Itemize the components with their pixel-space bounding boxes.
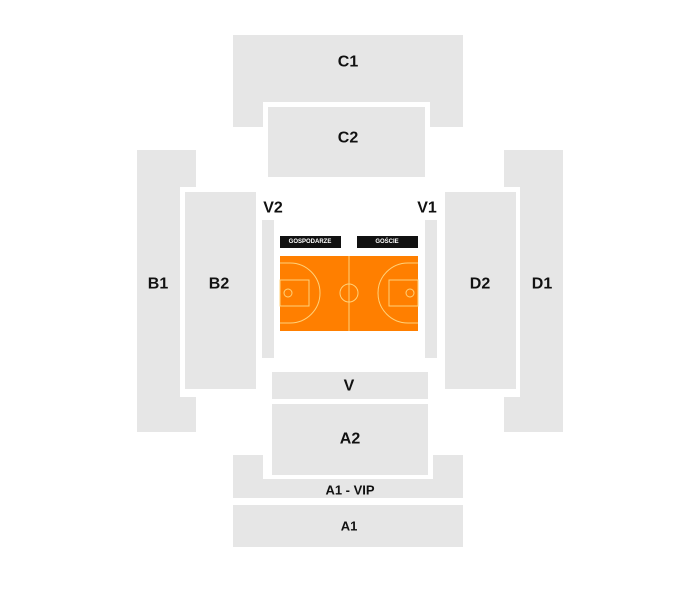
section-b1-label: B1	[148, 276, 169, 293]
section-d2-label: D2	[470, 276, 491, 293]
section-a1-vip[interactable]: A1 - VIP	[233, 455, 463, 498]
section-d2[interactable]: D2	[445, 192, 516, 389]
section-c1[interactable]: C1	[233, 35, 463, 127]
section-v2-label: V2	[263, 200, 283, 217]
section-a1[interactable]: A1	[233, 505, 463, 547]
svg-text:GOSPODARZE: GOSPODARZE	[289, 239, 332, 245]
home-team-label: GOSPODARZE	[280, 236, 341, 248]
section-c1-label: C1	[338, 54, 359, 71]
section-b1[interactable]: B1	[137, 150, 196, 432]
basketball-court	[279, 256, 419, 331]
section-d1[interactable]: D1	[504, 150, 563, 432]
section-d1-label: D1	[532, 276, 553, 293]
section-v1[interactable]: V1	[417, 200, 437, 359]
section-v[interactable]: V	[272, 372, 428, 399]
section-b2[interactable]: B2	[185, 192, 256, 389]
section-a2-label: A2	[340, 431, 361, 448]
away-team-label: GOŚCIE	[357, 236, 418, 248]
section-a2[interactable]: A2	[272, 404, 428, 475]
svg-text:GOŚCIE: GOŚCIE	[375, 238, 398, 245]
section-c2-label: C2	[338, 130, 359, 147]
section-v2[interactable]: V2	[262, 200, 283, 359]
section-v1-label: V1	[417, 200, 437, 217]
section-a1-label: A1	[341, 519, 358, 534]
section-v-label: V	[344, 378, 355, 395]
section-c2[interactable]: C2	[268, 107, 425, 177]
section-b2-label: B2	[209, 276, 230, 293]
section-a1-vip-label: A1 - VIP	[325, 483, 374, 498]
